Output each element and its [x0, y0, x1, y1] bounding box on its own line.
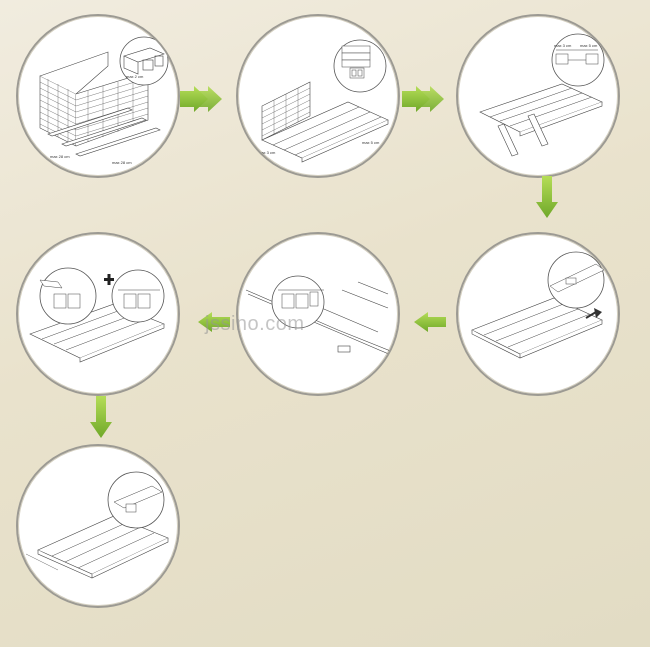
- step-5-circle: [236, 232, 400, 396]
- step-1-circle: max 28 cm max 28 cm max 2 cm: [16, 14, 180, 178]
- arrow-down-icon: [536, 176, 558, 218]
- step-5-illustration: [245, 275, 398, 359]
- step-6-illustration: [29, 267, 165, 363]
- arrow-right-icon: [402, 86, 444, 112]
- watermark-text: jssino.com: [205, 313, 305, 335]
- step-3-label-end: max 5 cm: [580, 43, 598, 48]
- step-3-circle: max 3 cm max 5 cm: [456, 14, 620, 178]
- arrow-right-icon: [180, 86, 222, 112]
- step-2-label-edge: max 3 cm: [258, 150, 276, 155]
- arrow-down-icon: [90, 396, 112, 438]
- step-1-label-gap: max 2 cm: [126, 74, 144, 79]
- step-7-circle: [16, 444, 180, 608]
- step-4-circle: [456, 232, 620, 396]
- step-3-label-gap: max 3 cm: [554, 43, 572, 48]
- step-1-label-spacing-a: max 28 cm: [50, 154, 70, 159]
- step-4-illustration: [471, 251, 605, 359]
- plus-icon: [104, 274, 114, 285]
- step-1-label-spacing-b: max 28 cm: [112, 160, 132, 165]
- step-2-illustration: max 3 cm max 5 cm: [258, 39, 389, 163]
- step-7-illustration: [25, 471, 169, 579]
- arrow-left-icon: [414, 312, 446, 332]
- arrow-left-icon: [198, 312, 230, 332]
- step-2-label-end: max 5 cm: [362, 140, 380, 145]
- step-6-circle: [16, 232, 180, 396]
- step-2-circle: max 3 cm max 5 cm: [236, 14, 400, 178]
- step-3-illustration: max 3 cm max 5 cm: [479, 33, 605, 157]
- step-1-illustration: max 28 cm max 28 cm max 2 cm: [39, 36, 169, 165]
